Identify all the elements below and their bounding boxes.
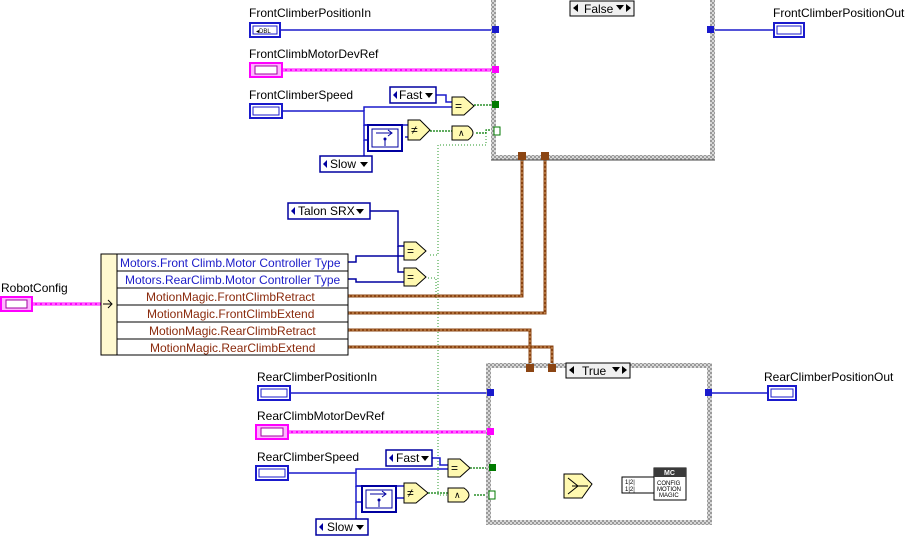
config-motion-magic-subvi[interactable]: MC CONFIG MOTION MAGIC bbox=[653, 467, 687, 501]
loop-node-rear[interactable] bbox=[361, 485, 397, 513]
terminal-rear-motor[interactable]: RearClimbMotorDevRef bbox=[255, 409, 385, 440]
terminal-front-motor[interactable]: FrontClimbMotorDevRef bbox=[249, 47, 379, 78]
and-node-front[interactable]: ∧ bbox=[451, 125, 474, 141]
bundle-item-front-extend: MotionMagic.FrontClimbExtend bbox=[147, 307, 314, 321]
svg-text:◂DBL: ◂DBL bbox=[256, 29, 271, 35]
terminal-front-in[interactable]: FrontClimberPositionIn ◂DBL bbox=[249, 6, 371, 38]
tunnel-front-out bbox=[707, 26, 714, 33]
tunnel-front-extend bbox=[541, 152, 549, 160]
tunnel-rear-motor bbox=[487, 428, 494, 435]
wire-front-speed bbox=[282, 110, 370, 126]
terminal-rear-in[interactable]: RearClimberPositionIn bbox=[257, 370, 377, 401]
case-label-front: False bbox=[584, 2, 614, 16]
svg-text:∧: ∧ bbox=[458, 128, 465, 138]
label-front-motor: FrontClimbMotorDevRef bbox=[249, 47, 379, 61]
tunnel-rear-extend bbox=[548, 364, 556, 372]
svg-text:1|2|: 1|2| bbox=[625, 480, 635, 486]
case-selector-front[interactable]: False bbox=[569, 0, 635, 17]
bundle-item-rear-retract: MotionMagic.RearClimbRetract bbox=[149, 324, 316, 338]
bundle-item-front-type: Motors.Front Climb.Motor Controller Type bbox=[120, 256, 341, 270]
enum-slow-front-label: Slow bbox=[330, 157, 356, 171]
label-rear-in: RearClimberPositionIn bbox=[257, 370, 377, 384]
enum-slow-rear[interactable]: Slow bbox=[315, 518, 369, 536]
subvi-line1: CONFIG bbox=[657, 481, 681, 487]
label-rear-motor: RearClimbMotorDevRef bbox=[257, 409, 385, 423]
tunnel-front-motor bbox=[492, 66, 499, 73]
svg-text:∧: ∧ bbox=[454, 490, 461, 500]
subvi-header: MC bbox=[664, 470, 675, 477]
enum-talon[interactable]: Talon SRX bbox=[287, 202, 371, 220]
notequal-node-rear[interactable]: ≠ bbox=[403, 482, 429, 504]
enum-slow-rear-label: Slow bbox=[327, 520, 353, 534]
label-robot-config: RobotConfig bbox=[1, 281, 68, 295]
terminal-front-out[interactable]: FrontClimberPositionOut bbox=[773, 6, 905, 38]
label-front-out: FrontClimberPositionOut bbox=[773, 6, 905, 20]
enum-talon-label: Talon SRX bbox=[298, 204, 355, 218]
subvi-line3: MAGIC bbox=[659, 493, 679, 499]
tunnel-rear-in bbox=[487, 389, 494, 396]
label-front-in: FrontClimberPositionIn bbox=[249, 6, 371, 20]
wire-front-extend bbox=[348, 158, 547, 315]
equal-node-rear-type[interactable]: = bbox=[403, 267, 427, 287]
terminal-rear-out[interactable]: RearClimberPositionOut bbox=[764, 370, 894, 401]
svg-text:=: = bbox=[455, 99, 462, 113]
svg-text:=: = bbox=[407, 270, 414, 284]
wire-rear-speed bbox=[288, 472, 362, 487]
equal-node-front-type[interactable]: = bbox=[403, 241, 427, 261]
tunnel-rear-out bbox=[705, 389, 712, 396]
enum-fast-rear[interactable]: Fast bbox=[385, 449, 433, 467]
case-indicator-front bbox=[493, 126, 501, 136]
enum-fast-front[interactable]: Fast bbox=[389, 86, 437, 104]
enum-fast-front-label: Fast bbox=[399, 88, 423, 102]
tunnel-front-in bbox=[492, 26, 499, 33]
subvi-line2: MOTION bbox=[657, 487, 681, 493]
enum-fast-rear-label: Fast bbox=[396, 451, 420, 465]
label-rear-speed: RearClimberSpeed bbox=[257, 450, 359, 464]
bundle-item-front-retract: MotionMagic.FrontClimbRetract bbox=[146, 290, 315, 304]
terminal-rear-speed[interactable]: RearClimberSpeed bbox=[255, 450, 359, 481]
unbundle-by-name[interactable]: Motors.Front Climb.Motor Controller Type… bbox=[100, 253, 349, 356]
case-structure-rear[interactable]: True 1|2| 1|2| MC CONFIG MOTION MAGIC bbox=[486, 362, 712, 525]
equal-node-rear[interactable]: = bbox=[447, 458, 471, 478]
tunnel-rear-retract bbox=[526, 364, 534, 372]
notequal-node-front[interactable]: ≠ bbox=[407, 119, 431, 141]
case-structure-front[interactable]: False bbox=[491, 0, 715, 161]
svg-text:1|2|: 1|2| bbox=[625, 487, 635, 493]
equal-node-front[interactable]: = bbox=[451, 96, 475, 116]
case-label-rear: True bbox=[582, 364, 607, 378]
wire-front-retract bbox=[348, 158, 524, 298]
and-node-rear[interactable]: ∧ bbox=[447, 487, 470, 503]
case-selector-rear[interactable]: True bbox=[565, 362, 631, 379]
terminal-front-speed[interactable]: FrontClimberSpeed bbox=[249, 88, 353, 119]
tunnel-front-retract bbox=[518, 152, 526, 160]
enum-slow-front[interactable]: Slow bbox=[319, 155, 373, 173]
label-rear-out: RearClimberPositionOut bbox=[764, 370, 894, 384]
svg-text:=: = bbox=[451, 461, 458, 475]
bundle-item-rear-type: Motors.RearClimb.Motor Controller Type bbox=[125, 273, 341, 287]
tunnel-front-case bbox=[492, 101, 499, 108]
terminal-robot-config[interactable]: RobotConfig bbox=[0, 281, 68, 312]
bundle-item-rear-extend: MotionMagic.RearClimbExtend bbox=[150, 341, 315, 355]
svg-text:=: = bbox=[407, 244, 414, 258]
tunnel-rear-case bbox=[489, 464, 496, 471]
select-node[interactable] bbox=[563, 473, 593, 499]
svg-text:≠: ≠ bbox=[411, 123, 418, 137]
loop-node-front[interactable] bbox=[367, 124, 403, 152]
label-front-speed: FrontClimberSpeed bbox=[249, 88, 353, 102]
array-constant-node[interactable]: 1|2| 1|2| bbox=[621, 476, 655, 494]
case-indicator-rear bbox=[488, 490, 496, 500]
svg-text:≠: ≠ bbox=[407, 486, 414, 500]
wire-talon bbox=[370, 210, 404, 247]
